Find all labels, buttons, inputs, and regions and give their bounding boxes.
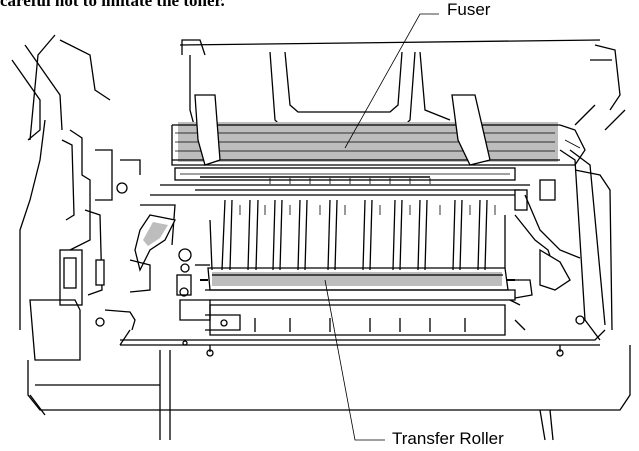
left-side-panel (11, 39, 141, 361)
fuser-unit (171, 94, 586, 166)
left-mechanism (129, 214, 211, 321)
leader-lines (324, 13, 439, 441)
transfer-roller-leader-line (324, 279, 385, 441)
paper-guide-ribs (140, 194, 515, 271)
lower-tray (119, 304, 606, 357)
fuser-leader-line (344, 13, 439, 149)
right-mechanism (509, 149, 613, 341)
cropped-caption-text: careful not to imitate the toner. (0, 0, 225, 10)
transfer-roller (200, 267, 516, 301)
fuser-label: Fuser (447, 0, 491, 19)
fuser-rail (160, 167, 556, 211)
transfer-roller-label: Transfer Roller (392, 429, 504, 448)
printer-body (19, 34, 631, 441)
